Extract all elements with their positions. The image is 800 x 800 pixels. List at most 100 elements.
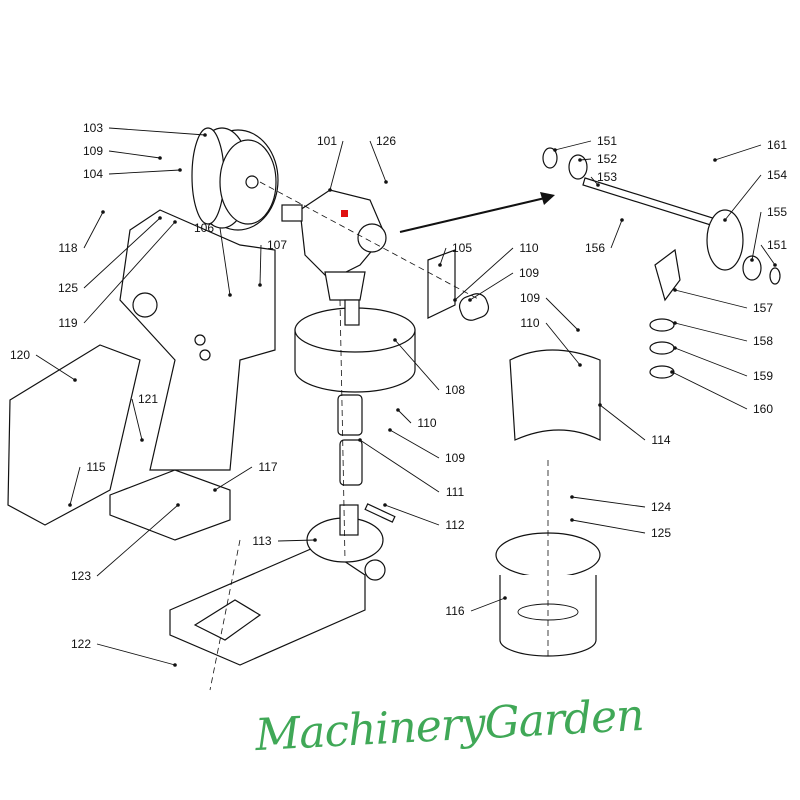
pulley <box>191 127 279 231</box>
leader-dot <box>383 503 387 507</box>
leader-dot <box>713 158 717 162</box>
part-number-label: 161 <box>766 138 788 152</box>
leader-dot <box>328 188 332 192</box>
leader-line <box>389 429 440 459</box>
leader-line <box>259 244 262 286</box>
part-number-label: 121 <box>137 392 159 406</box>
leader-line <box>671 371 748 410</box>
leader-dot <box>553 148 557 152</box>
part-number-label: 109 <box>444 451 466 465</box>
leader-line <box>214 466 253 491</box>
leader-line <box>571 496 646 508</box>
leader-dot <box>228 293 232 297</box>
leader-dot <box>140 438 144 442</box>
leader-dot <box>68 503 72 507</box>
leader-line <box>751 211 762 261</box>
leader-dot <box>598 403 602 407</box>
leader-dot <box>453 298 457 302</box>
part-number-label: 118 <box>58 241 78 255</box>
leader-dot <box>578 158 582 162</box>
leader-line <box>470 597 506 612</box>
leader-dot <box>158 216 162 220</box>
part-number-label: 151 <box>766 238 788 252</box>
leader-line <box>714 144 762 161</box>
leader-line <box>131 398 143 441</box>
red-marker <box>341 210 348 217</box>
flange-plate <box>427 249 456 319</box>
leader-line <box>35 354 76 381</box>
leader-line <box>571 519 646 534</box>
leader-dot <box>570 518 574 522</box>
leader-line <box>397 409 412 424</box>
leader-dot <box>468 298 472 302</box>
part-number-label: 159 <box>752 369 774 383</box>
part-number-label: 109 <box>519 291 541 305</box>
leader-line <box>369 140 387 183</box>
part-number-label: 101 <box>316 134 338 148</box>
arrow-head-icon <box>540 192 555 205</box>
base-plate <box>169 544 366 666</box>
leader-dot <box>73 378 77 382</box>
leader-dot <box>438 263 442 267</box>
leader-dot <box>358 438 362 442</box>
part-number-label: 113 <box>252 534 272 548</box>
part-number-label: 123 <box>70 569 92 583</box>
leader-line <box>83 211 104 249</box>
leader-dot <box>384 180 388 184</box>
part-number-label: 156 <box>584 241 606 255</box>
part-number-label: 109 <box>82 144 104 158</box>
frame-bracket <box>109 209 276 541</box>
gearbox <box>281 189 387 301</box>
part-number-label: 158 <box>752 334 774 348</box>
leader-line <box>96 643 176 666</box>
part-number-label: 110 <box>519 241 539 255</box>
part-number-label: 104 <box>82 167 104 181</box>
part-number-label: 112 <box>445 518 465 532</box>
leader-lines <box>35 127 777 667</box>
leader-line <box>329 140 344 191</box>
shaft-assembly <box>542 147 781 379</box>
part-number-label: 103 <box>82 121 104 135</box>
part-number-label: 114 <box>651 433 671 447</box>
part-number-label: 116 <box>445 604 465 618</box>
leader-dot <box>313 538 317 542</box>
leader-line <box>545 322 581 366</box>
leader-line <box>108 150 161 159</box>
leader-dot <box>503 596 507 600</box>
leader-line <box>83 217 161 289</box>
universal-joint <box>337 394 363 486</box>
part-number-label: 110 <box>520 316 540 330</box>
part-number-label: 152 <box>596 152 618 166</box>
leader-dot <box>176 503 180 507</box>
leader-line <box>454 247 514 301</box>
part-number-label: 105 <box>451 241 473 255</box>
leader-dot <box>773 263 777 267</box>
part-number-label: 110 <box>417 416 437 430</box>
leader-dot <box>596 183 600 187</box>
leader-dot <box>673 321 677 325</box>
leader-dot <box>620 218 624 222</box>
part-number-label: 157 <box>752 301 774 315</box>
part-number-label: 109 <box>518 266 540 280</box>
part-number-label: 106 <box>193 221 215 235</box>
leader-line <box>394 339 440 391</box>
leader-dot <box>396 408 400 412</box>
leader-dot <box>213 488 217 492</box>
part-number-label: 111 <box>445 485 465 499</box>
leader-line <box>674 347 748 377</box>
part-number-label: 126 <box>375 134 397 148</box>
leader-line <box>674 289 748 309</box>
leader-dot <box>173 220 177 224</box>
part-number-label: 125 <box>650 526 672 540</box>
drum <box>294 299 416 393</box>
leader-line <box>610 219 623 249</box>
part-number-label: 108 <box>444 383 466 397</box>
part-number-label: 151 <box>596 134 618 148</box>
leader-dot <box>388 428 392 432</box>
part-number-label: 120 <box>9 348 31 362</box>
part-number-label: 115 <box>86 460 106 474</box>
leader-dot <box>101 210 105 214</box>
leader-dot <box>158 156 162 160</box>
part-number-label: 153 <box>596 170 618 184</box>
